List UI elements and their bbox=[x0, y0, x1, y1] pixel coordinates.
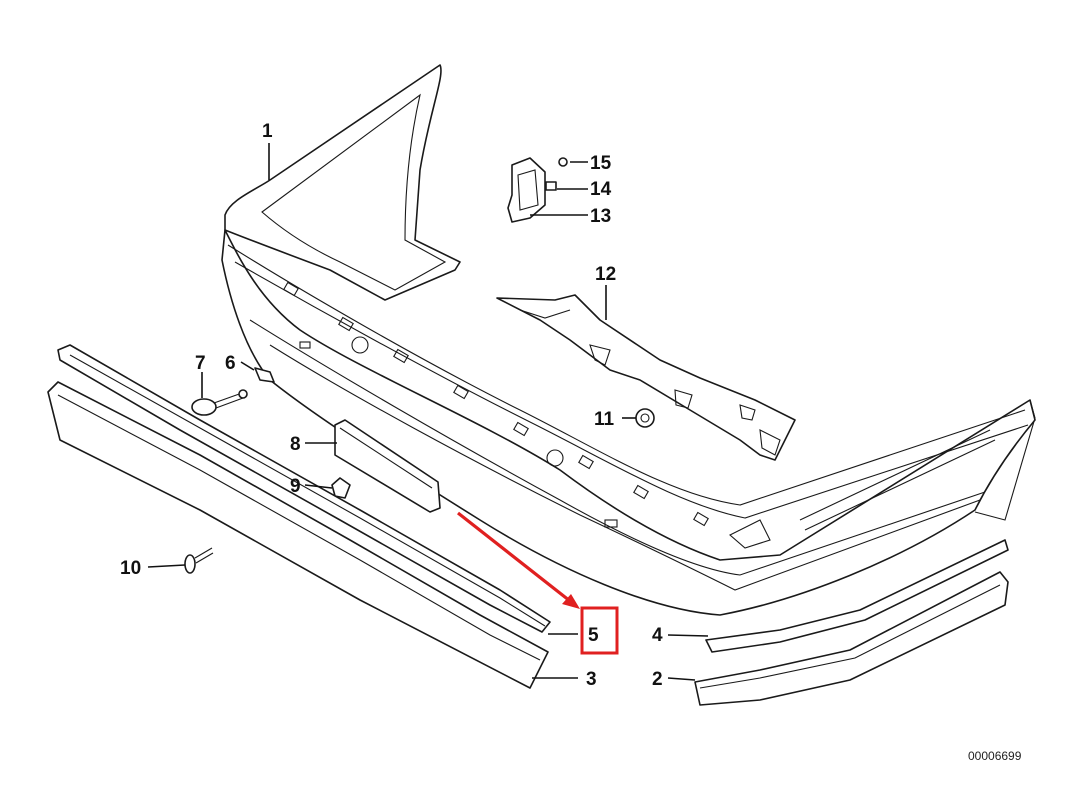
part-label-3: 3 bbox=[586, 669, 597, 690]
highlight-box bbox=[580, 606, 619, 655]
part-label-13: 13 bbox=[590, 206, 611, 227]
small-bracket-13 bbox=[507, 157, 546, 223]
part-label-7: 7 bbox=[195, 353, 206, 374]
catalog-number: 00006699 bbox=[968, 749, 1022, 763]
part-label-12: 12 bbox=[595, 264, 616, 285]
part-label-1: 1 bbox=[262, 121, 273, 142]
center-bracket bbox=[496, 294, 796, 461]
nut-11 bbox=[635, 408, 655, 428]
leader-lines bbox=[147, 143, 709, 681]
trim-strip-3 bbox=[47, 381, 549, 689]
clip-9 bbox=[331, 477, 351, 499]
part-label-15: 15 bbox=[590, 153, 612, 174]
part-label-8: 8 bbox=[290, 434, 301, 455]
highlight-arrow bbox=[457, 511, 580, 609]
bumper-cover bbox=[221, 64, 1036, 616]
clip-14 bbox=[545, 181, 557, 191]
part-label-5: 5 bbox=[588, 625, 599, 646]
part-label-6: 6 bbox=[225, 353, 236, 374]
tow-eye-7 bbox=[191, 389, 248, 416]
part-label-14: 14 bbox=[590, 179, 612, 200]
trim-strip-5 bbox=[57, 344, 551, 633]
trim-strip-4 bbox=[705, 539, 1009, 653]
clip-6 bbox=[254, 367, 275, 383]
part-label-9: 9 bbox=[290, 476, 301, 497]
part-label-4: 4 bbox=[652, 625, 663, 646]
part-label-2: 2 bbox=[652, 669, 663, 690]
screw-10 bbox=[184, 547, 214, 574]
nut-15 bbox=[558, 157, 568, 167]
cover-8 bbox=[334, 419, 441, 513]
part-label-11: 11 bbox=[594, 409, 615, 430]
trim-strip-2 bbox=[694, 571, 1009, 706]
part-label-10: 10 bbox=[120, 558, 141, 579]
